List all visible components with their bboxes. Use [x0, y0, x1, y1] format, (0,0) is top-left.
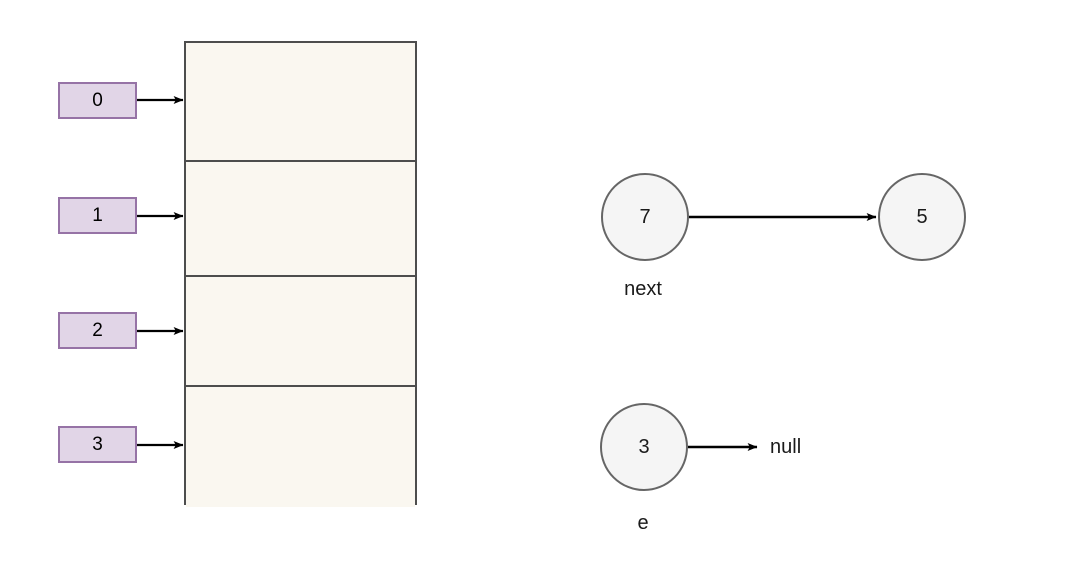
- bucket-row[interactable]: [186, 160, 415, 275]
- list-node-7[interactable]: 7: [601, 173, 689, 261]
- bucket-index-label: 3: [92, 434, 103, 455]
- bucket-row[interactable]: [186, 385, 415, 507]
- bucket-index-3[interactable]: 3: [58, 426, 137, 463]
- bucket-array-table: [184, 41, 417, 507]
- bucket-index-2[interactable]: 2: [58, 312, 137, 349]
- next-pointer-label: next: [624, 278, 662, 300]
- node-value: 3: [638, 436, 650, 458]
- bucket-row[interactable]: [186, 43, 415, 160]
- bucket-index-label: 2: [92, 320, 103, 341]
- node-value: 7: [639, 206, 651, 228]
- element-pointer-label: e: [637, 512, 649, 534]
- bucket-index-0[interactable]: 0: [58, 82, 137, 119]
- node-value: 5: [916, 206, 928, 228]
- bucket-index-1[interactable]: 1: [58, 197, 137, 234]
- list-node-5[interactable]: 5: [878, 173, 966, 261]
- bucket-index-label: 1: [92, 205, 103, 226]
- null-terminator-label: null: [770, 436, 802, 458]
- bucket-index-label: 0: [92, 90, 103, 111]
- list-node-3[interactable]: 3: [600, 403, 688, 491]
- bucket-row[interactable]: [186, 275, 415, 385]
